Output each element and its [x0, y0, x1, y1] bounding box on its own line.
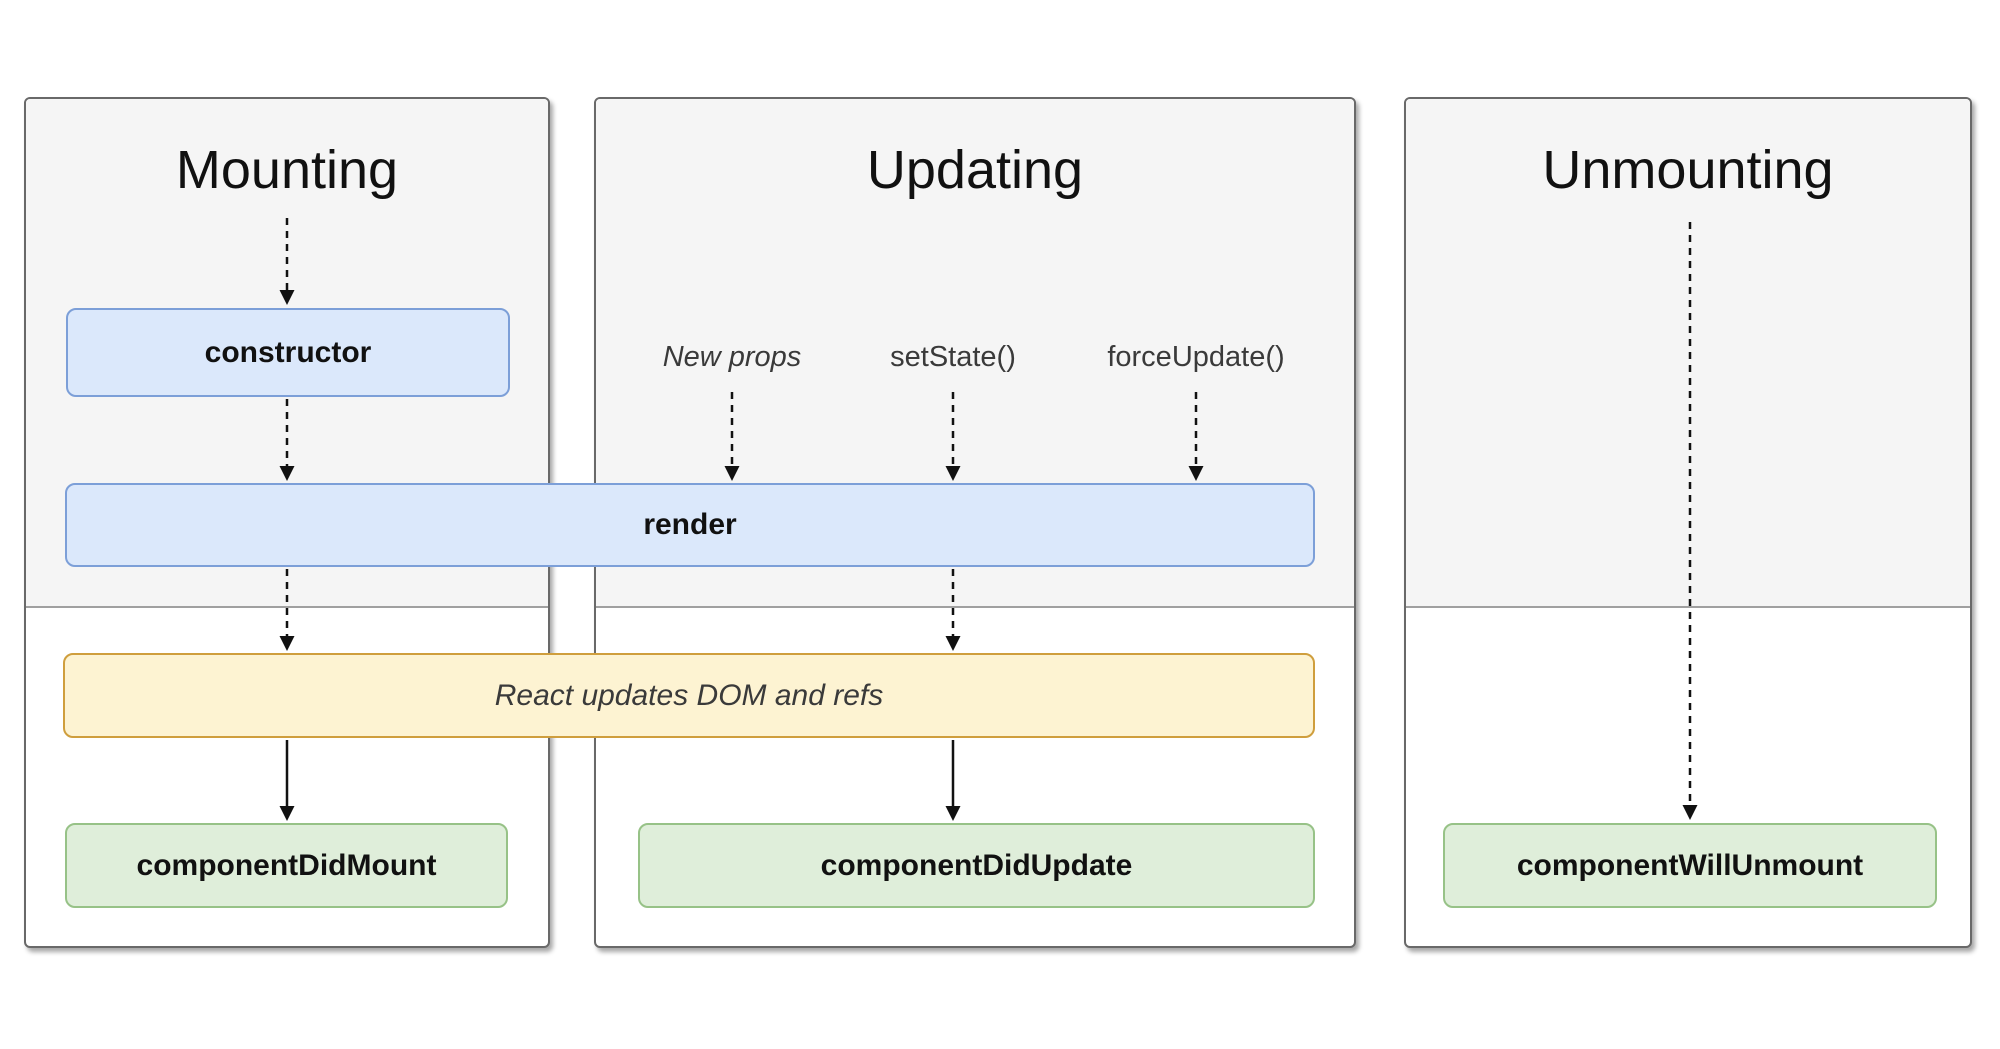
panel-title-mounting: Mounting	[175, 140, 399, 200]
panel-unmounting: Unmounting	[1404, 97, 1972, 948]
component-did-update-box[interactable]: componentDidUpdate	[638, 823, 1315, 908]
label-new-props: New props	[662, 341, 802, 373]
panel-title-unmounting: Unmounting	[1542, 140, 1834, 200]
label-force-update: forceUpdate()	[1107, 341, 1285, 373]
render-box[interactable]: render	[65, 483, 1315, 567]
panel-unmounting-render-phase-bg	[1406, 99, 1970, 608]
constructor-box[interactable]: constructor	[66, 308, 510, 397]
react-updates-dom-box: React updates DOM and refs	[63, 653, 1315, 738]
label-set-state: setState()	[890, 341, 1016, 373]
panel-title-updating: Updating	[866, 140, 1084, 200]
component-did-mount-box[interactable]: componentDidMount	[65, 823, 508, 908]
component-will-unmount-box[interactable]: componentWillUnmount	[1443, 823, 1937, 908]
